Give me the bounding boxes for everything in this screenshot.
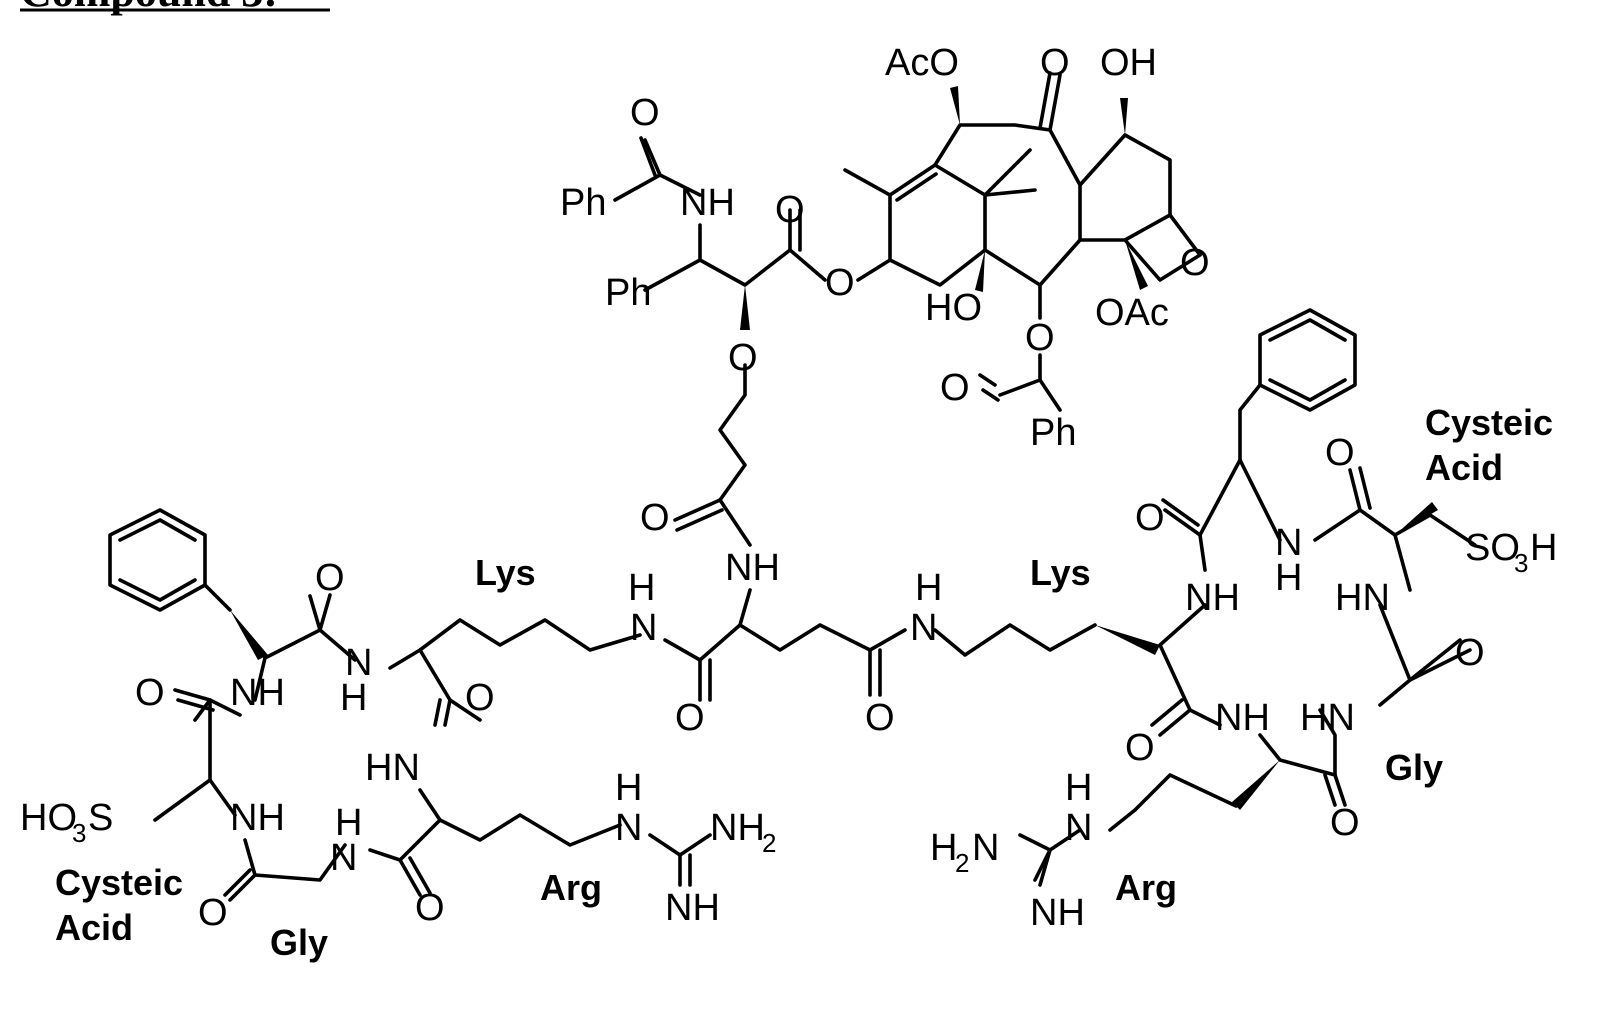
label-lys-n1: N [630, 607, 657, 649]
label-left-h1: H [340, 677, 367, 719]
label-left-o2: O [135, 672, 165, 714]
label-left-o1: O [315, 557, 345, 599]
label-oh-top: OH [1100, 42, 1157, 84]
label-guan-nh-left: NH [665, 887, 720, 929]
residue-cysteic-left-1: Cysteic [55, 862, 183, 903]
label-benzoate-o: O [1025, 317, 1055, 359]
label-ph-side: Ph [605, 272, 651, 314]
label-guan-n-right: N [1065, 807, 1092, 849]
label-right-o5: O [1330, 802, 1360, 844]
label-aco: AcO [885, 42, 959, 84]
label-linker-co: O [640, 497, 670, 539]
residue-lys-right: Lys [1030, 552, 1091, 593]
label-left-o5: O [415, 887, 445, 929]
label-right-hn1: HN [1335, 577, 1390, 619]
label-so3h-so: SO [1465, 527, 1520, 569]
label-so3h-sub: 3 [1514, 548, 1528, 578]
label-guan-h2n-n-right: N [972, 827, 999, 869]
label-left-n2: N [330, 837, 357, 879]
label-left-o4: O [198, 892, 228, 934]
residue-gly-left: Gly [270, 922, 328, 963]
label-ph-benzoate: Ph [1030, 412, 1076, 454]
label-right-o1: O [1135, 497, 1165, 539]
label-ketone-o: O [1040, 42, 1070, 84]
label-nh-linker: NH [725, 547, 780, 589]
label-lys-h2: H [915, 567, 942, 609]
label-ho: HO [925, 287, 982, 329]
label-amide-o: O [630, 92, 660, 134]
label-oxetane-o: O [1180, 242, 1210, 284]
label-ho3s-sub: 3 [72, 818, 86, 848]
label-so3h-h: H [1530, 527, 1557, 569]
residue-arg-right: Arg [1115, 867, 1177, 908]
label-ho3s-ho: HO [20, 797, 77, 839]
label-linker-o3: O [865, 697, 895, 739]
heading: Compound 3: [20, 0, 330, 16]
label-right-o3: O [1455, 632, 1485, 674]
label-ether-o: O [728, 337, 758, 379]
label-left-nh2: NH [230, 797, 285, 839]
label-guan-nh2-left: NH [710, 807, 765, 849]
residue-cysteic-right-2: Acid [1425, 447, 1503, 488]
residue-cysteic-right-1: Cysteic [1425, 402, 1553, 443]
label-lys-n2: N [910, 607, 937, 649]
label-linker-o2: O [675, 697, 705, 739]
label-left-hn: HN [365, 747, 420, 789]
label-right-nh2: NH [1215, 697, 1270, 739]
label-nh-side: NH [680, 182, 735, 224]
label-guan-h2n-right: H [930, 827, 957, 869]
residue-gly-right: Gly [1385, 747, 1443, 788]
label-guan-nh-right: NH [1030, 892, 1085, 934]
label-right-o4: O [1125, 727, 1155, 769]
heading-text: Compound 3: [20, 0, 278, 16]
residue-cysteic-left-2: Acid [55, 907, 133, 948]
label-right-h1: H [1275, 557, 1302, 599]
label-left-nh1: NH [230, 672, 285, 714]
label-ph-benzamide: Ph [560, 182, 606, 224]
atom-labels: AcO O OH O HO OAc O O Ph O O O Ph NH Ph … [20, 42, 1557, 934]
label-ester-co: O [775, 189, 805, 231]
label-right-o2: O [1325, 432, 1355, 474]
label-guan-nh2-sub-left: 2 [762, 828, 776, 858]
taxane-core [845, 73, 1200, 410]
label-ester-o: O [825, 262, 855, 304]
label-ho3s-s: S [88, 797, 113, 839]
label-left-o3: O [465, 677, 495, 719]
residue-arg-left: Arg [540, 867, 602, 908]
label-lys-h1: H [628, 567, 655, 609]
residue-lys-left: Lys [475, 552, 536, 593]
label-guan-h-right: H [1065, 767, 1092, 809]
label-guan-n-left: N [615, 807, 642, 849]
label-guan-h2n-sub-right: 2 [955, 848, 969, 878]
label-oac: OAc [1095, 292, 1169, 334]
label-benzoate-co: O [940, 367, 970, 409]
label-right-nh1: NH [1185, 577, 1240, 619]
label-guan-h-left: H [615, 767, 642, 809]
label-right-hn2: HN [1300, 697, 1355, 739]
